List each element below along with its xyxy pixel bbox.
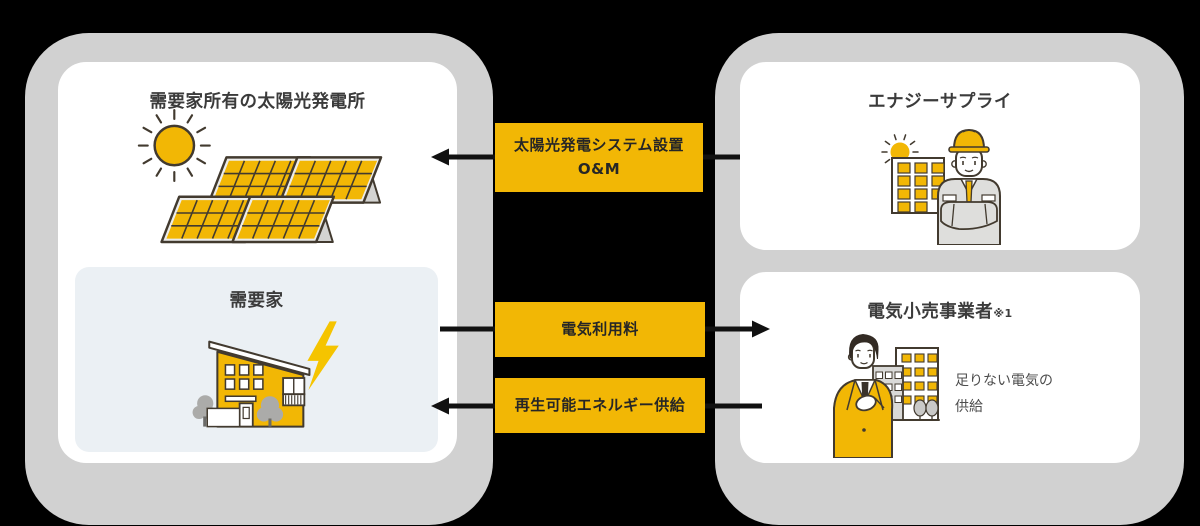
energy-supply-card: エナジーサプライ xyxy=(740,62,1140,250)
consumer-card-title: 需要家 xyxy=(229,291,284,311)
shortfall-supply-note: 足りない電気の供給 xyxy=(955,373,1053,415)
businessman-with-buildings-icon xyxy=(833,333,940,458)
house-with-lightning-icon xyxy=(192,321,339,428)
electricity-retailer-card: 電気小売事業者※1 xyxy=(740,272,1140,463)
electricity-retailer-card-title: 電気小売事業者※1 xyxy=(867,302,1013,322)
solar-plant-card: 需要家所有の太陽光発電所 xyxy=(58,62,457,463)
supplier-side-group: エナジーサプライ xyxy=(715,33,1184,525)
flow-label-install-line1: 太陽光発電システム設置 xyxy=(513,136,685,155)
sun-and-solar-panels-icon xyxy=(137,109,383,244)
flow-label-install-om: 太陽光発電システム設置 O&M xyxy=(495,123,703,192)
flow-label-usage-fee: 電気利用料 xyxy=(495,302,705,357)
flow-label-renewable-supply: 再生可能エネルギー供給 xyxy=(495,378,705,433)
flow-label-install-line2: O&M xyxy=(577,159,621,178)
construction-worker-icon xyxy=(881,128,1001,245)
solar-plant-card-title: 需要家所有の太陽光発電所 xyxy=(149,92,366,112)
energy-supply-card-title: エナジーサプライ xyxy=(868,92,1012,112)
consumer-side-group: 需要家所有の太陽光発電所 xyxy=(25,33,493,525)
retailer-footnote-marker: ※1 xyxy=(993,307,1013,320)
consumer-card: 需要家 xyxy=(75,267,438,452)
